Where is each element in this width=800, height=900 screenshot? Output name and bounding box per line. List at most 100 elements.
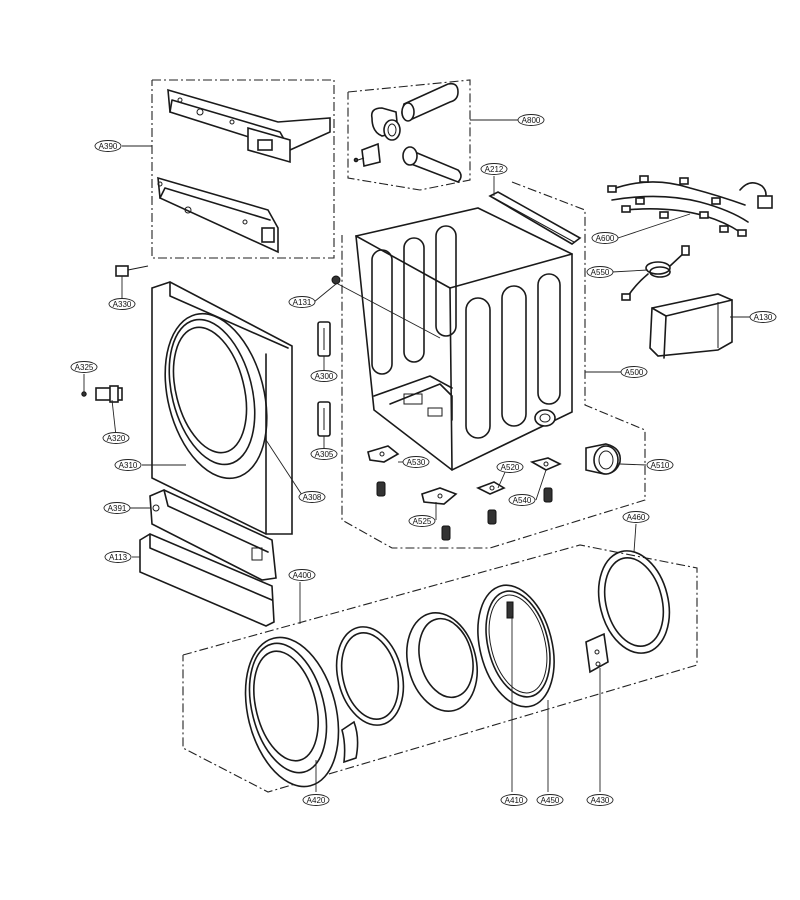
label-a450: A450 <box>536 794 564 806</box>
label-a212: A212 <box>480 163 508 175</box>
label-bubble <box>310 448 338 460</box>
a300-hinge <box>317 321 331 357</box>
group-a400-boundary <box>182 544 698 793</box>
a525-bracket <box>421 487 458 505</box>
label-a530: A530 <box>402 456 430 468</box>
a131-grommet <box>331 275 341 285</box>
a113-kick-plate <box>139 533 275 627</box>
door-gasket-ring <box>335 626 405 726</box>
label-text: A390 <box>99 142 118 151</box>
label-bubble <box>94 140 122 152</box>
label-bubble <box>480 163 508 175</box>
label-text: A113 <box>109 553 128 562</box>
label-bubble <box>103 502 131 514</box>
label-bubble <box>114 459 142 471</box>
label-bubble <box>500 794 528 806</box>
label-bubble <box>586 794 614 806</box>
a460-door-ring <box>597 550 671 654</box>
label-bubble <box>298 491 326 503</box>
label-bubble <box>402 456 430 468</box>
a130-control-cover <box>649 293 733 359</box>
label-text: A520 <box>501 463 520 472</box>
label-text: A430 <box>591 796 610 805</box>
label-bubble <box>288 569 316 581</box>
label-a310: A310 <box>114 459 142 471</box>
leader-lines <box>83 119 750 792</box>
label-a600: A600 <box>591 232 619 244</box>
a430-hinge-plate <box>585 632 609 674</box>
label-bubble <box>646 459 674 471</box>
group-boundaries <box>151 79 698 793</box>
label-bubble <box>508 494 536 506</box>
label-a540: A540 <box>508 494 536 506</box>
label-text: A540 <box>513 496 532 505</box>
label-a410: A410 <box>500 794 528 806</box>
a550-power-cord <box>621 245 690 301</box>
label-text: A800 <box>522 116 541 125</box>
label-text: A310 <box>119 461 138 470</box>
group-a500-boundary <box>341 181 646 549</box>
a330-clip <box>115 265 149 277</box>
label-a391: A391 <box>103 502 131 514</box>
a540-bracket <box>529 457 562 471</box>
label-text: A325 <box>75 363 94 372</box>
label-a330: A330 <box>108 298 136 310</box>
label-a131: A131 <box>288 296 316 308</box>
door-handle <box>341 720 359 764</box>
label-a800: A800 <box>517 114 545 126</box>
label-a300: A300 <box>310 370 338 382</box>
label-bubble <box>586 266 614 278</box>
label-a420: A420 <box>302 794 330 806</box>
label-a305: A305 <box>310 448 338 460</box>
a391-lower-bracket <box>149 489 277 581</box>
label-bubble <box>517 114 545 126</box>
a530-bracket <box>367 445 400 463</box>
label-bubble <box>302 794 330 806</box>
label-bubble <box>102 432 130 444</box>
label-a325: A325 <box>70 361 98 373</box>
a410-door-latch <box>506 601 514 619</box>
label-text: A530 <box>407 458 426 467</box>
label-a308: A308 <box>298 491 326 503</box>
door-glass <box>406 611 478 713</box>
label-text: A550 <box>591 268 610 277</box>
label-bubble <box>749 311 777 323</box>
a390-bottom-bracket <box>157 176 279 254</box>
label-a510: A510 <box>646 459 674 471</box>
a325-screw <box>81 391 87 397</box>
cabinet-feet <box>376 481 553 541</box>
label-a320: A320 <box>102 432 130 444</box>
a305-hinge <box>317 401 331 437</box>
label-a400: A400 <box>288 569 316 581</box>
label-bubble <box>622 511 650 523</box>
a500-cabinet <box>355 207 573 471</box>
label-bubble <box>288 296 316 308</box>
group-a390-boundary <box>151 79 335 259</box>
label-bubble <box>108 298 136 310</box>
label-a130: A130 <box>749 311 777 323</box>
a420-door-outer <box>244 636 340 788</box>
label-text: A308 <box>303 493 322 502</box>
a390-top-bracket <box>167 88 331 164</box>
label-text: A212 <box>485 165 504 174</box>
label-a390: A390 <box>94 140 122 152</box>
label-bubble <box>620 366 648 378</box>
label-text: A410 <box>505 796 524 805</box>
label-text: A330 <box>113 300 132 309</box>
a310-front-panel <box>151 281 293 535</box>
label-bubble <box>70 361 98 373</box>
label-text: A450 <box>541 796 560 805</box>
label-text: A300 <box>315 372 334 381</box>
label-bubble <box>310 370 338 382</box>
label-text: A130 <box>754 313 773 322</box>
label-text: A460 <box>627 513 646 522</box>
a520-bracket <box>476 481 506 495</box>
label-text: A400 <box>293 571 312 580</box>
label-a500: A500 <box>620 366 648 378</box>
a450-door-inner <box>477 584 555 708</box>
a800-duct-assembly <box>353 82 462 183</box>
label-text: A600 <box>596 234 615 243</box>
a600-wire-harness <box>607 175 773 237</box>
